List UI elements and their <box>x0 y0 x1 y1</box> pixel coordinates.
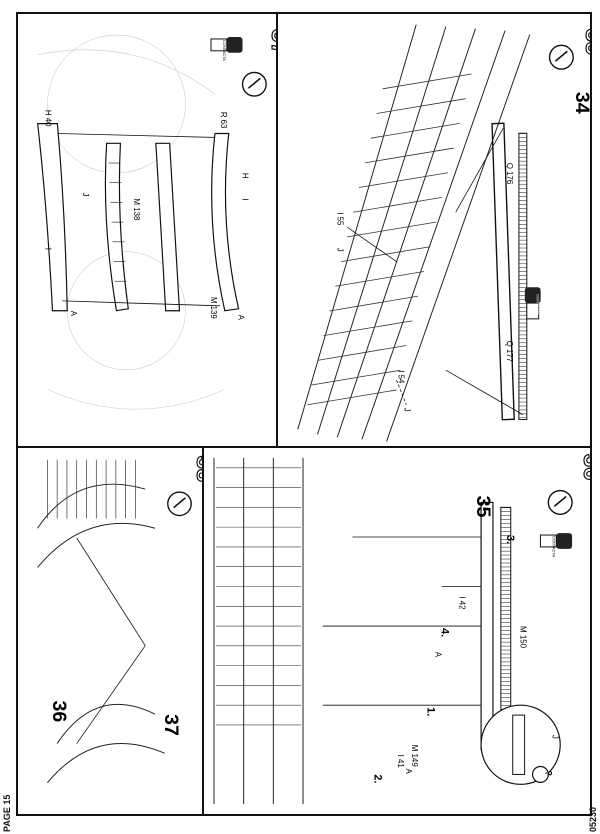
step-38-panel: 38 36 37 <box>16 446 204 816</box>
step-35-panel: 35 34 Q 176 Q 177 I 55 I 54 J J CONTACTA <box>276 12 592 448</box>
flag-a-label: A <box>434 652 443 658</box>
assembly-37-label: 37 <box>160 714 182 736</box>
step-38-number: 38 <box>192 456 202 482</box>
flag-i-label: I <box>241 198 250 200</box>
paint-jar-icon <box>524 287 541 320</box>
part-r63-label: R 63 <box>219 112 228 129</box>
flag-a-label: A <box>237 315 246 321</box>
part-i42-label: I 42 <box>457 596 466 609</box>
flag-j-label: J <box>550 735 559 739</box>
step-35-drawing: 35 34 Q 176 Q 177 I 55 I 54 J J CONTACTA <box>297 24 590 442</box>
step-38-drawing: 38 36 37 <box>37 455 202 784</box>
flag-h-label: H <box>241 173 250 179</box>
assembly-35-label: 35 <box>472 495 494 517</box>
catalog-number: 05230 <box>588 806 598 832</box>
step-37-panel: 37 CONTACTA H 40 R 63 M 138 M 139 H I A … <box>16 12 278 448</box>
part-m138-label: M 138 <box>132 198 141 220</box>
step-36-drawing: 36 CONTACTA 35 M 150 M 149 I 42 I 41 A A… <box>213 453 590 805</box>
part-m139-label: M 139 <box>209 297 218 319</box>
part-i41-label: I 41 <box>396 755 405 769</box>
flag-a2-label: A <box>404 768 413 774</box>
query-label: ? <box>543 770 553 775</box>
paint-name: CONTACTA <box>222 40 227 61</box>
step-36-number: 36 <box>578 454 590 480</box>
flag-i2-label: I <box>44 248 53 250</box>
step-1-label: 1. <box>425 707 437 716</box>
assembly-34-label: 34 <box>571 92 590 114</box>
paint-jar-icon <box>210 36 243 53</box>
step-36-panel: 36 CONTACTA 35 M 150 M 149 I 42 I 41 A A… <box>202 446 592 816</box>
paint-name: CONTACTA <box>536 294 541 315</box>
flag-a2-label: A <box>69 311 78 317</box>
step-37-drawing: 37 CONTACTA H 40 R 63 M 138 M 139 H I A … <box>37 29 276 410</box>
step-37-number: 37 <box>266 29 276 55</box>
step-3-label: 3. <box>504 535 516 544</box>
part-i55-label: I 55 <box>335 212 344 226</box>
flag-j-label: J <box>81 193 90 197</box>
part-m149-label: M 149 <box>410 745 419 768</box>
flag-j-label: J <box>335 248 344 252</box>
part-m150-label: M 150 <box>519 626 528 649</box>
paint-jar-icon <box>539 533 573 549</box>
paint-name: CONTACTA <box>551 536 556 557</box>
page-number: PAGE 15 <box>2 794 12 832</box>
part-h40-label: H 40 <box>44 110 53 127</box>
step-4-label: 4. <box>439 628 451 637</box>
step-2-label: 2. <box>371 774 383 783</box>
assembly-36-label: 36 <box>48 700 70 722</box>
part-q176-label: Q 176 <box>505 163 514 185</box>
flag-j2-label: J <box>402 408 411 412</box>
question-icon <box>531 765 549 783</box>
part-i54-label: I 54 <box>396 370 405 384</box>
part-q177-label: Q 177 <box>505 341 514 362</box>
step-35-number: 35 <box>580 29 590 55</box>
